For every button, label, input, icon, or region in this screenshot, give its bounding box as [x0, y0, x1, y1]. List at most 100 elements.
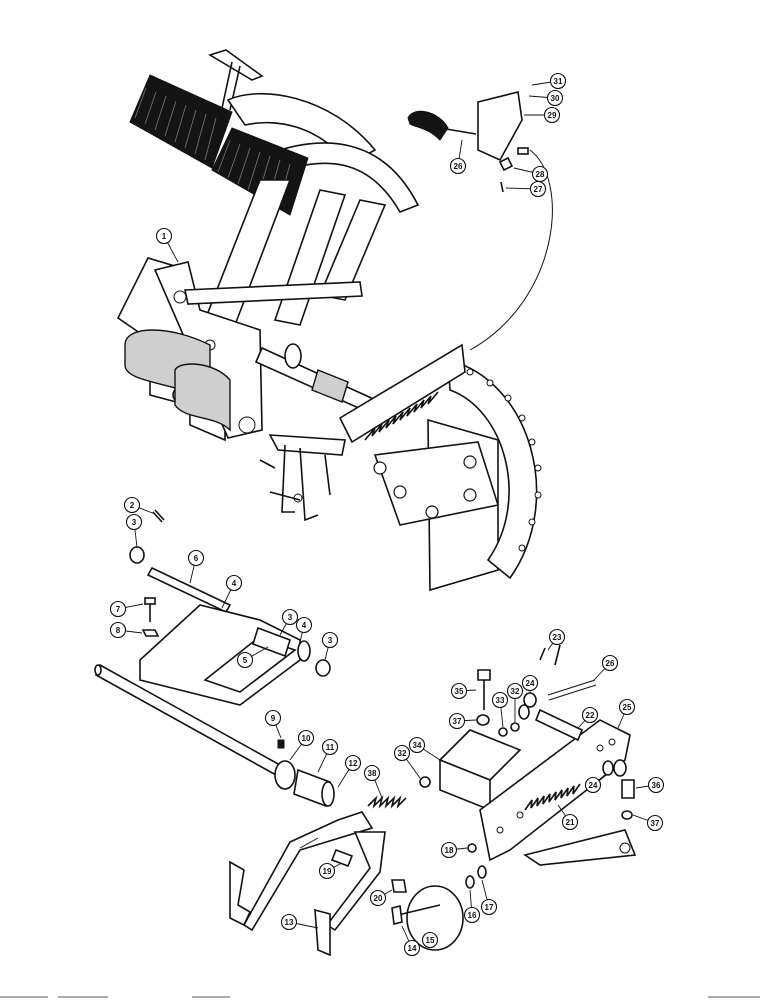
callout-30: 30 — [528, 89, 564, 107]
callout-circle — [344, 754, 362, 772]
callout-circle — [543, 106, 561, 124]
nut — [467, 843, 477, 853]
callout-circle — [393, 744, 411, 762]
callout-number: 37 — [651, 819, 660, 828]
callout-circle — [647, 776, 665, 794]
callout-35: 35 — [450, 682, 477, 700]
callout-circle — [187, 549, 205, 567]
callout-circle — [403, 939, 421, 957]
bolt — [477, 669, 491, 710]
callout-number: 8 — [116, 626, 121, 635]
callout-circle — [297, 729, 315, 747]
callout-circle — [421, 931, 439, 949]
pedal-arm-far — [318, 199, 387, 301]
callout-number: 1 — [162, 232, 167, 241]
callout-3: 3 — [321, 631, 339, 661]
callout-24: 24 — [521, 674, 539, 692]
callout-number: 33 — [496, 696, 505, 705]
roller-assembly — [124, 329, 231, 432]
lower-left-assembly — [94, 509, 407, 957]
callout-6: 6 — [187, 549, 205, 584]
washer — [129, 546, 145, 564]
callout-number: 35 — [455, 687, 464, 696]
callout-32: 32 — [506, 682, 524, 722]
callout-1: 1 — [155, 227, 179, 263]
callout-number: 4 — [232, 579, 237, 588]
callout-number: 34 — [413, 741, 422, 750]
callout-circle — [440, 841, 458, 859]
nut — [391, 879, 407, 893]
callout-circle — [449, 157, 467, 175]
pedal-lever — [242, 811, 374, 932]
callout-4: 4 — [221, 574, 243, 609]
callout-number: 9 — [271, 714, 276, 723]
callout-number: 12 — [349, 759, 358, 768]
callout-circle — [618, 698, 636, 716]
set-screw — [277, 739, 285, 749]
callout-13: 13 — [280, 913, 319, 931]
mounting-flange — [447, 358, 542, 580]
lower-linkage — [259, 434, 346, 522]
callout-11: 11 — [317, 738, 339, 773]
callout-circle — [584, 776, 602, 794]
callout-31: 31 — [531, 72, 567, 90]
callout-24: 24 — [584, 773, 607, 794]
callout-26: 26 — [593, 654, 619, 681]
callout-22: 22 — [577, 706, 599, 729]
callout-2: 2 — [123, 496, 156, 515]
callout-circle — [521, 674, 539, 692]
callout-number: 3 — [288, 613, 293, 622]
callout-23: 23 — [547, 628, 566, 651]
callout-29: 29 — [524, 106, 561, 124]
callout-number: 32 — [511, 687, 520, 696]
callout-number: 26 — [454, 162, 463, 171]
spring-bracket — [338, 343, 466, 444]
callout-circle — [450, 682, 468, 700]
callout-circle — [280, 913, 298, 931]
callout-circle — [125, 513, 143, 531]
callout-number: 16 — [468, 911, 477, 920]
callout-circle — [531, 165, 549, 183]
nut — [498, 727, 508, 737]
washer — [621, 810, 633, 820]
lever-plate — [479, 719, 631, 862]
callout-circle — [109, 621, 127, 639]
callout-10: 10 — [289, 729, 315, 761]
callout-number: 24 — [526, 679, 535, 688]
callout-8: 8 — [109, 621, 143, 639]
callout-number: 27 — [534, 185, 543, 194]
callout-16: 16 — [463, 889, 481, 924]
washer — [465, 875, 475, 889]
callout-number: 15 — [426, 936, 435, 945]
callout-number: 18 — [445, 846, 454, 855]
callout-circle — [491, 691, 509, 709]
callout-number: 23 — [553, 633, 562, 642]
throttle-knob-assembly — [407, 91, 529, 193]
callout-36: 36 — [635, 776, 665, 794]
callout-circle — [321, 631, 339, 649]
clevis-pins — [539, 644, 561, 666]
callout-circle — [561, 813, 579, 831]
callout-number: 3 — [132, 518, 137, 527]
callout-circle — [155, 227, 173, 245]
callout-number: 6 — [194, 554, 199, 563]
upper-assembly — [116, 49, 553, 592]
callout-number: 26 — [606, 659, 615, 668]
callout-number: 21 — [566, 818, 575, 827]
callout-28: 28 — [513, 165, 549, 183]
washer — [477, 865, 487, 879]
callout-number: 32 — [398, 749, 407, 758]
callout-number: 4 — [302, 621, 307, 630]
pivot-shaft — [184, 281, 363, 305]
callout-number: 17 — [485, 903, 494, 912]
cotter-pin — [152, 509, 165, 523]
callout-3: 3 — [125, 513, 143, 548]
washer — [476, 714, 490, 726]
washer — [602, 760, 614, 776]
pivot-shaft — [534, 708, 584, 742]
callout-circle — [506, 682, 524, 700]
bushings — [252, 626, 311, 662]
callout-circle — [546, 89, 564, 107]
callout-number: 3 — [328, 636, 333, 645]
